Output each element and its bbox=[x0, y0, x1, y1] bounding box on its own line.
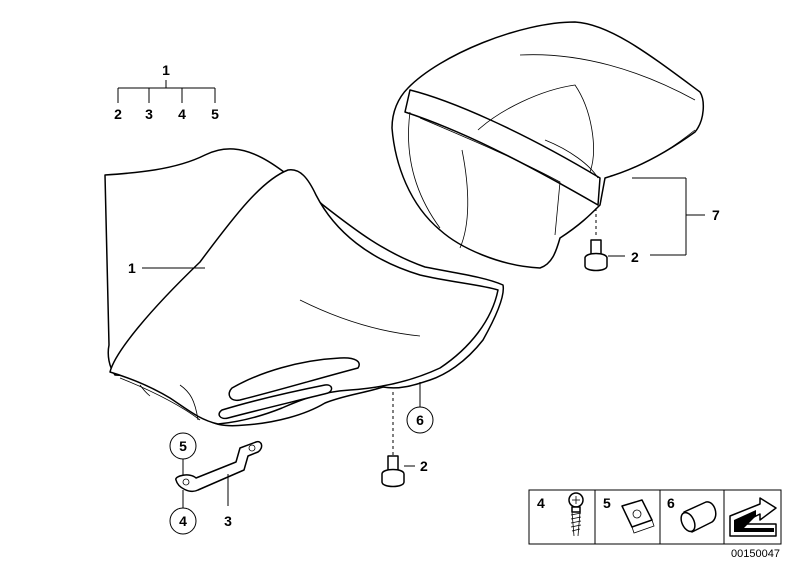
label-bracket: 3 bbox=[224, 513, 232, 529]
label-circle-6: 6 bbox=[416, 412, 424, 428]
screw-icon bbox=[568, 492, 584, 537]
bracket: 5 4 3 bbox=[169, 432, 263, 535]
legend-number-4: 4 bbox=[537, 495, 545, 511]
label-rear-seat: 7 bbox=[712, 207, 720, 223]
upper-screw: 2 bbox=[584, 208, 639, 272]
leader-6: 6 bbox=[406, 382, 434, 434]
tree-root-label: 1 bbox=[162, 62, 170, 78]
label-circle-5: 5 bbox=[179, 438, 187, 454]
circle-6 bbox=[406, 406, 434, 434]
circle-4 bbox=[169, 507, 197, 535]
clip-nut-icon bbox=[621, 499, 655, 534]
rubber-buffer-icon bbox=[680, 501, 717, 533]
label-lower-screw: 2 bbox=[420, 458, 428, 474]
label-seat: 1 bbox=[128, 260, 136, 276]
assembly-tree: 1 2 3 4 5 bbox=[114, 62, 219, 122]
leader-7: 7 bbox=[632, 177, 720, 256]
diagram-code: 00150047 bbox=[731, 548, 780, 560]
legend-number-6: 6 bbox=[667, 495, 675, 511]
lower-screw: 2 bbox=[381, 392, 428, 488]
tree-label-5: 5 bbox=[211, 106, 219, 122]
label-upper-screw: 2 bbox=[631, 249, 639, 265]
rear-seat-cowl bbox=[391, 21, 705, 269]
leader-1: 1 bbox=[128, 260, 205, 276]
legend-box: 4 5 6 bbox=[528, 489, 782, 545]
tree-label-3: 3 bbox=[145, 106, 153, 122]
label-circle-4: 4 bbox=[179, 513, 187, 529]
arrow-icon bbox=[729, 497, 777, 537]
rider-seat bbox=[104, 148, 505, 427]
tree-label-2: 2 bbox=[114, 106, 122, 122]
legend-number-5: 5 bbox=[603, 495, 611, 511]
tree-label-4: 4 bbox=[178, 106, 186, 122]
